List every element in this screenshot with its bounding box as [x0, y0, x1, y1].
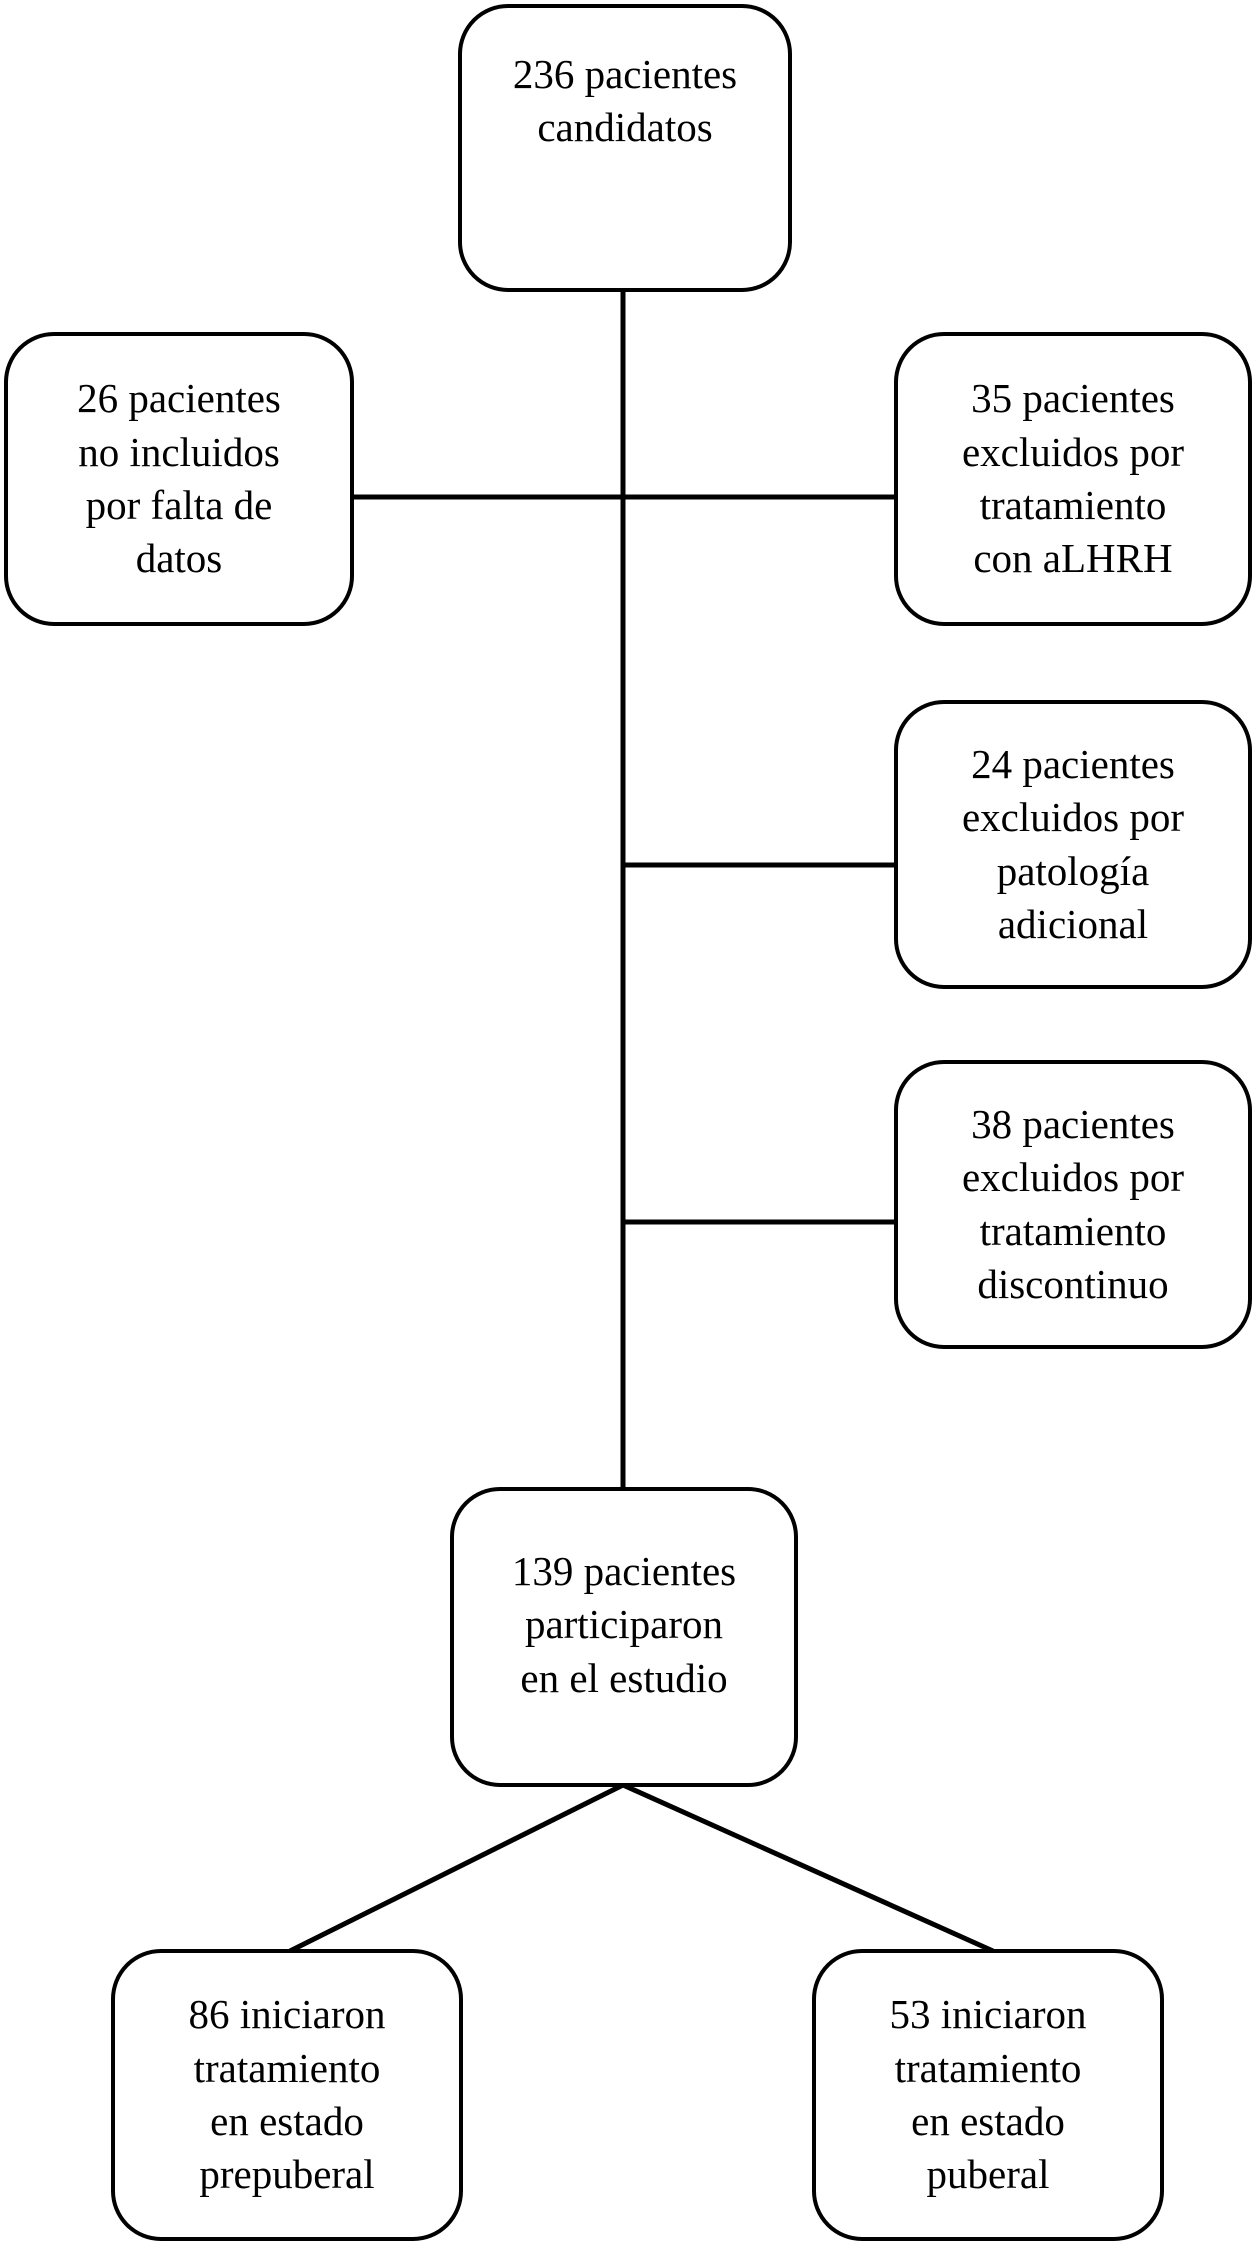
connector-group [288, 290, 995, 1954]
node-box-excluidos-alhrh[interactable] [894, 332, 1252, 626]
connector-split-right [621, 1782, 995, 1954]
node-box-excluidos-patologia[interactable] [894, 700, 1252, 989]
node-box-participaron[interactable] [450, 1487, 798, 1787]
node-box-prepuberal[interactable] [111, 1949, 463, 2241]
node-box-puberal[interactable] [812, 1949, 1164, 2241]
connector-split-left [288, 1782, 625, 1954]
node-box-excluidos-discontinuo[interactable] [894, 1060, 1252, 1349]
node-box-candidatos[interactable] [458, 4, 792, 292]
node-box-group [4, 4, 1252, 2241]
node-box-no-incluidos[interactable] [4, 332, 354, 626]
